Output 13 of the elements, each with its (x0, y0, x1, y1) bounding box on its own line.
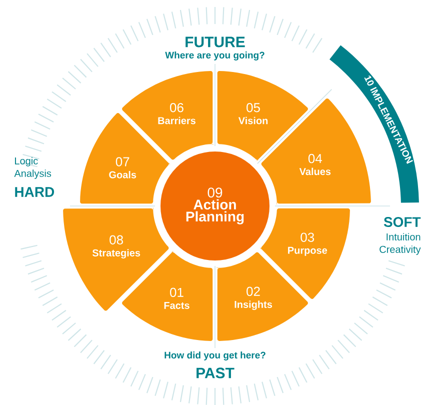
heading: PAST (196, 368, 234, 378)
caption-text: How did you get here? (164, 352, 266, 360)
heading: FUTURE (186, 36, 245, 48)
segment: 03 Purpose (260, 208, 350, 299)
caption-text: Where are you going? (165, 52, 264, 60)
node-label: Values (299, 168, 331, 176)
node-label: 04 (308, 154, 322, 164)
heading: SOFT (384, 217, 421, 227)
node-label: 08 (110, 235, 123, 244)
segment: 05 Vision (217, 71, 308, 162)
caption-text: Logic Analysis (14, 157, 52, 179)
heading: HARD (15, 187, 54, 197)
caption-text: Intuition Creativity (380, 233, 421, 255)
